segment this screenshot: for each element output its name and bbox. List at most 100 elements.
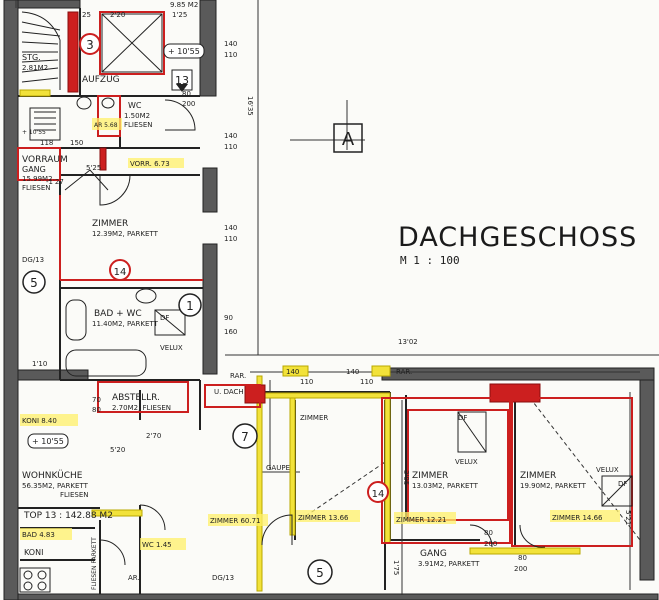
label-zimmer-6071: ZIMMER 60.71 xyxy=(210,517,261,525)
dim: 140 xyxy=(224,40,237,48)
inner-walls xyxy=(18,8,516,594)
label-df-mid: DF xyxy=(458,414,467,422)
label-vorraum-area: 15.99M2 xyxy=(22,175,53,183)
label-df-bad: DF xyxy=(160,314,169,322)
marker-5-left: 5 xyxy=(30,276,38,290)
red-outlines xyxy=(17,11,633,547)
label-level-a: + 10'55 xyxy=(168,47,200,56)
label-zimmer1-name: ZIMMER xyxy=(92,219,128,229)
marker-5-bottom: 5 xyxy=(316,566,324,580)
dim: -1'27 xyxy=(46,178,64,186)
dim: 80 xyxy=(182,90,191,98)
dim: 200 xyxy=(514,565,527,573)
label-bad-area: 11.40M2, PARKETT xyxy=(92,320,159,328)
marker-13-box xyxy=(171,69,193,92)
dim: 140 xyxy=(346,368,359,376)
staircase xyxy=(21,11,163,141)
dim: 5'21 xyxy=(624,510,632,525)
label-koni-upper: KONI 8.40 xyxy=(22,417,57,425)
label-top13: TOP 13 : 142.88 M2 xyxy=(23,511,113,521)
demolition-walls xyxy=(67,11,541,404)
label-wohnkueche-name: WOHNKÜCHE xyxy=(22,470,83,481)
dim: 2'70 xyxy=(146,432,161,440)
label-zimmer-1221: ZIMMER 12.21 xyxy=(396,516,447,524)
label-zimmer2-area: 13.03M2, PARKETT xyxy=(412,482,479,490)
marker-numbers: 3 13 14 1 5 7 14 5 xyxy=(30,38,384,580)
dim: 3'05 xyxy=(402,470,410,485)
new-walls xyxy=(19,89,581,592)
dim: 118 xyxy=(40,139,53,147)
label-dg13-bottom: DG/13 xyxy=(212,574,234,582)
dim: 80 xyxy=(518,554,527,562)
label-gang-name: GANG xyxy=(420,549,447,559)
label-zimmer1-area: 12.39M2, PARKETT xyxy=(92,230,159,238)
label-koni-lower: KONI xyxy=(24,548,43,557)
dim: 140 xyxy=(224,132,237,140)
dim: 80 xyxy=(484,529,493,537)
dim: 140 xyxy=(224,224,237,232)
dim: 25 xyxy=(82,11,91,19)
label-abstellr-area: 2.70M2, FLIESEN xyxy=(112,404,171,412)
label-wohnkueche-floor: FLIESEN xyxy=(60,491,89,499)
label-zimmer2-name: ZIMMER xyxy=(412,471,448,481)
dim: 5'25 xyxy=(86,164,101,172)
label-vorraum-gang: GANG xyxy=(22,165,46,174)
label-wc-name: WC xyxy=(128,101,142,110)
marker-3: 3 xyxy=(86,38,94,52)
dim: 1'25 xyxy=(172,11,187,19)
dim: 160 xyxy=(224,328,237,336)
marker-14-upper: 14 xyxy=(114,267,127,278)
label-wohnkueche-area: 56.35M2, PARKETT xyxy=(22,482,89,490)
reference-lines xyxy=(15,0,659,595)
label-vorraum-floor: FLIESEN xyxy=(22,184,51,192)
section-marker-label: A xyxy=(342,129,355,150)
label-zimmer3-name: ZIMMER xyxy=(520,471,556,481)
dim: 1'10 xyxy=(32,360,47,368)
plan-title: DACHGESCHOSS xyxy=(398,222,638,253)
dim: 110 xyxy=(224,235,237,243)
dim: 110 xyxy=(224,51,237,59)
dim: 200 xyxy=(182,100,195,108)
label-ar-small: AR 5.68 xyxy=(94,122,118,129)
label-zimmer3-area: 19.90M2, PARKETT xyxy=(520,482,587,490)
label-dg13-left: DG/13 xyxy=(22,256,44,264)
label-velux-mid: VELUX xyxy=(455,458,478,466)
dim: 110 xyxy=(300,378,313,386)
text-highlights xyxy=(20,118,620,550)
label-bad-small: BAD 4.83 xyxy=(22,531,55,539)
doors xyxy=(64,99,546,566)
label-velux-bad: VELUX xyxy=(160,344,183,352)
level-boxes xyxy=(27,43,205,449)
plan-scale: M 1 : 100 xyxy=(400,254,460,267)
dim: 16'35 xyxy=(246,96,254,116)
label-bad-name: BAD + WC xyxy=(94,309,142,319)
dim: 150 xyxy=(70,139,83,147)
label-zimmer-top: ZIMMER xyxy=(300,414,328,422)
label-vorraum-name: VORRAUM xyxy=(22,155,68,165)
label-aufzug: AUFZUG xyxy=(82,75,120,85)
label-velux-right: VELUX xyxy=(596,466,619,474)
marker-13: 13 xyxy=(175,74,189,87)
label-stg-area: 2.81M2 xyxy=(22,64,48,72)
label-fliesen-parkett: FLIESEN PARKETT xyxy=(91,537,98,590)
outer-walls xyxy=(3,0,659,600)
dim: 90 xyxy=(224,314,233,322)
marker-circles xyxy=(22,33,389,585)
label-zimmer-1466: ZIMMER 14.66 xyxy=(552,514,603,522)
dim: 110 xyxy=(360,378,373,386)
label-level-b: + 10'55 xyxy=(32,437,64,446)
label-abstellr-name: ABSTELLR. xyxy=(112,393,160,403)
label-vorr-marked: VORR. 6.73 xyxy=(130,160,170,168)
marker-7: 7 xyxy=(241,430,249,444)
dim: 1'75 xyxy=(392,560,400,575)
label-wc-area: 1.50M2 xyxy=(124,112,150,120)
dim: 2'20 xyxy=(110,11,125,19)
dimension-labels: 25 2'20 1'25 140 110 16'35 140 110 118 1… xyxy=(32,11,632,575)
labels: A 9.85 M2 STG. 2.81M2 AUFZUG WC 1.50M2 F… xyxy=(22,1,627,590)
label-wc-floor: FLIESEN xyxy=(124,121,153,129)
label-level-c: + 10'55 xyxy=(22,129,46,136)
fixtures xyxy=(19,96,633,593)
dim: 5'20 xyxy=(110,446,125,454)
label-stg-name: STG. xyxy=(22,53,41,62)
